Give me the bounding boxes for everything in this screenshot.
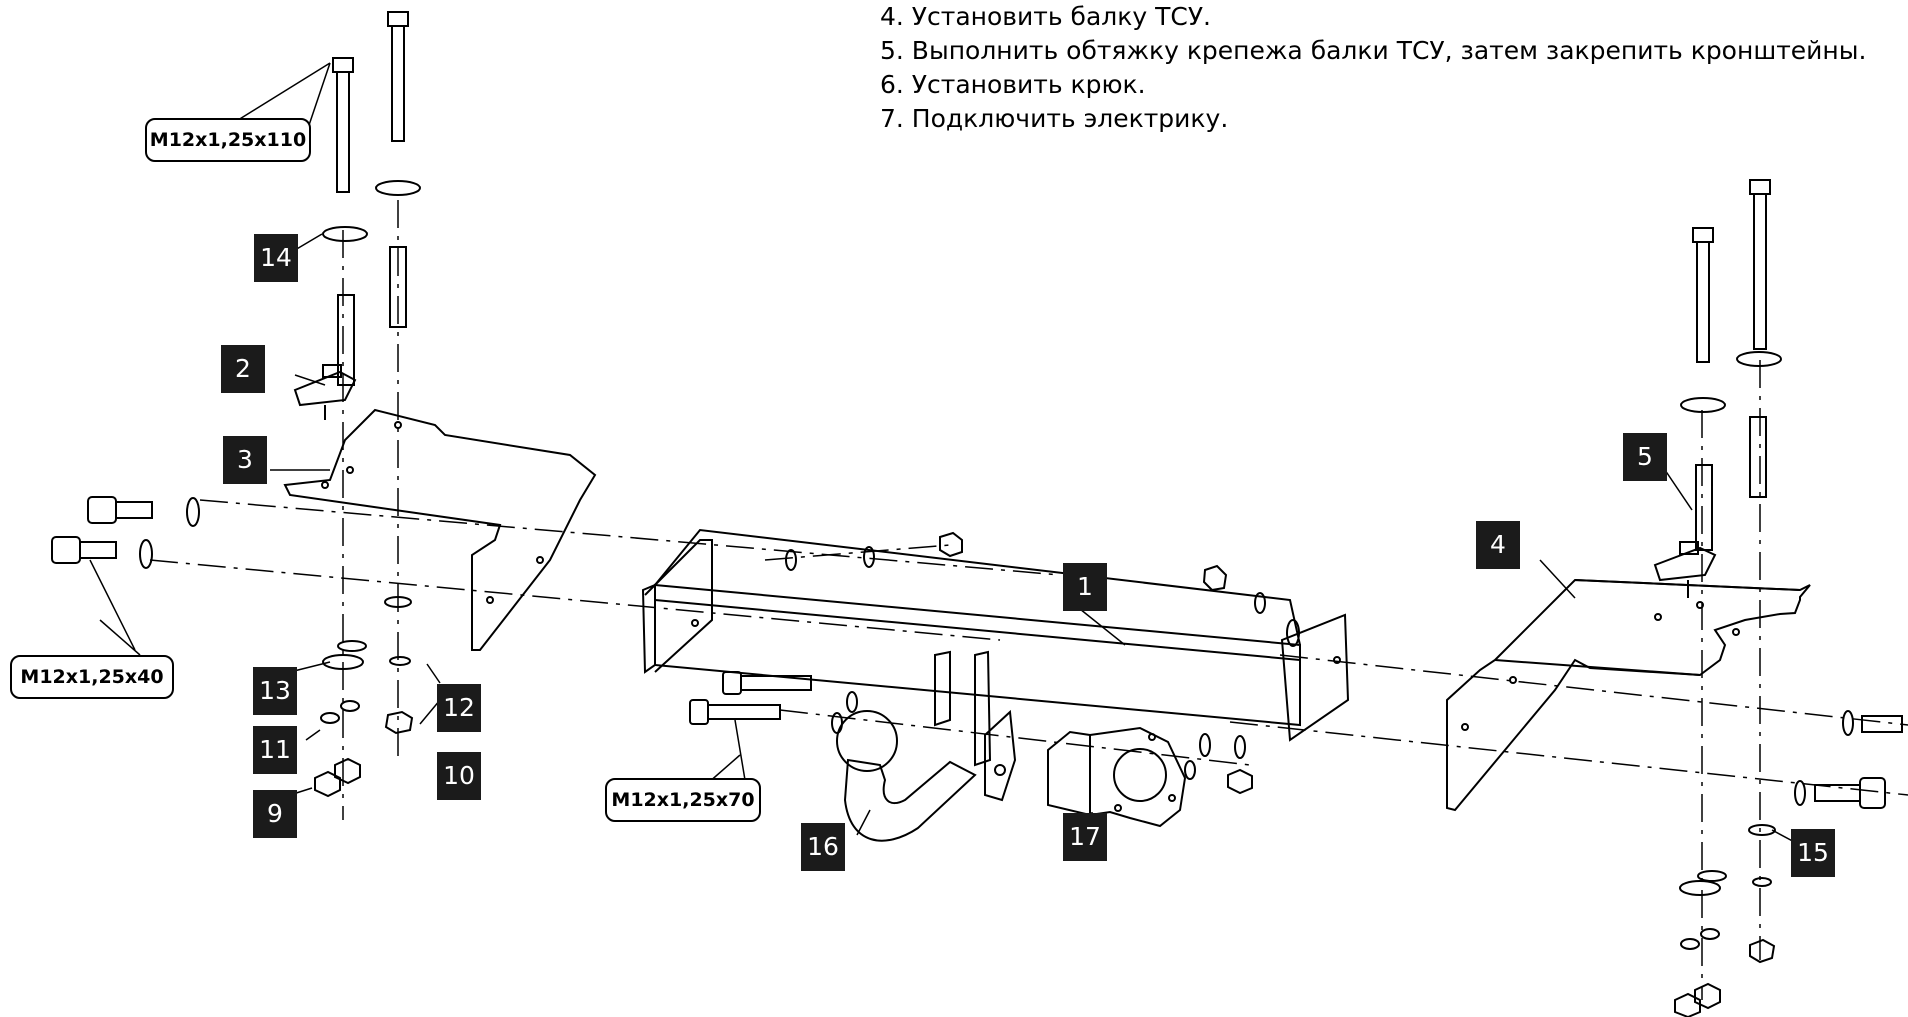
- center-lines: [149, 200, 1908, 1000]
- tow-hook-16: [836, 650, 1017, 842]
- socket-washer-2: [1234, 735, 1246, 759]
- beam-washer-1: [785, 549, 797, 571]
- socket-nut: [1227, 768, 1253, 795]
- clamp-plate-5: [1653, 541, 1717, 598]
- spacer-tube-right-1: [1749, 416, 1767, 498]
- right-long-bolt-2: [1749, 179, 1771, 350]
- callout-9: 9: [253, 790, 297, 838]
- callout-1: 1: [1063, 563, 1107, 611]
- callout-11: 11: [253, 726, 297, 774]
- socket-washer-1: [1199, 733, 1211, 757]
- washer-right-mid: [1680, 397, 1726, 413]
- center-bolt-upper: [722, 671, 812, 695]
- center-washer-1: [846, 691, 858, 713]
- bolt-label-center: M12x1,25x70: [605, 778, 761, 822]
- socket-washer-3: [1184, 760, 1196, 780]
- washer-left-upper: [186, 497, 200, 527]
- callout-5: 5: [1623, 433, 1667, 481]
- left-bracket-3: [283, 408, 597, 651]
- callout-4: 4: [1476, 521, 1520, 569]
- callout-10: 10: [437, 752, 481, 800]
- washer-15: [1748, 824, 1776, 836]
- lock-washer-11: [320, 712, 340, 724]
- left-bolt-upper: [87, 496, 153, 524]
- callout-13: 13: [253, 667, 297, 715]
- washer-right-top: [1736, 351, 1782, 367]
- nut-9b: [334, 757, 361, 785]
- left-bolt-lower: [51, 536, 117, 564]
- spacer-tube-left-1: [337, 294, 355, 386]
- beam-nut-top: [939, 531, 963, 558]
- beam-washer-3: [1254, 592, 1266, 614]
- nut-right-low-2: [1694, 982, 1721, 1010]
- beam-nut-right: [1202, 564, 1228, 592]
- callout-16: 16: [801, 823, 845, 871]
- nut-10: [384, 710, 414, 735]
- right-bolt-lower: [1794, 777, 1886, 809]
- lock-washer-right-1: [1680, 938, 1700, 950]
- nut-right: [1749, 938, 1776, 964]
- washer-right-low-2: [1697, 870, 1727, 882]
- instruction-step-6: 6. Установить крюк.: [880, 70, 1146, 99]
- main-beam-1: [641, 528, 1350, 742]
- beam-washer-4: [1286, 619, 1300, 647]
- left-long-bolt-1: [332, 57, 354, 193]
- assembly-instructions: 4. Установить балку ТСУ. 5. Выполнить об…: [880, 0, 1866, 136]
- washer-left-lower: [139, 539, 153, 569]
- left-long-bolt-2: [387, 11, 409, 142]
- instruction-step-5: 5. Выполнить обтяжку крепежа балки ТСУ, …: [880, 36, 1867, 65]
- right-long-bolt-1: [1692, 227, 1714, 363]
- beam-washer-2: [863, 546, 875, 568]
- washer-right-low-1: [1679, 880, 1721, 896]
- socket-plate-17: [1047, 726, 1187, 828]
- lock-washer-11b: [340, 700, 360, 712]
- bolt-label-left: M12x1,25x40: [10, 655, 174, 699]
- callout-15: 15: [1791, 829, 1835, 877]
- leader-lines: [89, 62, 1801, 846]
- washer-12: [384, 596, 412, 608]
- right-bolt-upper: [1842, 710, 1903, 736]
- washer-14: [322, 226, 368, 242]
- lock-washer-right-2: [1700, 928, 1720, 940]
- bolt-label-top: M12x1,25x110: [145, 118, 311, 162]
- instruction-step-7: 7. Подключить электрику.: [880, 104, 1229, 133]
- washer-13: [322, 654, 364, 670]
- nut-9a: [314, 770, 341, 798]
- washer-12b: [389, 656, 411, 666]
- nut-right-low-1: [1674, 992, 1701, 1017]
- instruction-step-4: 4. Установить балку ТСУ.: [880, 2, 1211, 31]
- callout-14: 14: [254, 234, 298, 282]
- spacer-tube-left-2: [389, 246, 407, 328]
- center-bolt-lower: [689, 699, 781, 725]
- callout-3: 3: [223, 436, 267, 484]
- washer-13b: [337, 640, 367, 652]
- spacer-tube-right-2: [1695, 464, 1713, 551]
- washer-top-left: [375, 180, 421, 196]
- clamp-plate-2: [293, 364, 357, 420]
- callout-12: 12: [437, 684, 481, 732]
- washer-15b: [1752, 877, 1772, 887]
- right-bracket-4: [1446, 578, 1811, 812]
- callout-17: 17: [1063, 813, 1107, 861]
- callout-2: 2: [221, 345, 265, 393]
